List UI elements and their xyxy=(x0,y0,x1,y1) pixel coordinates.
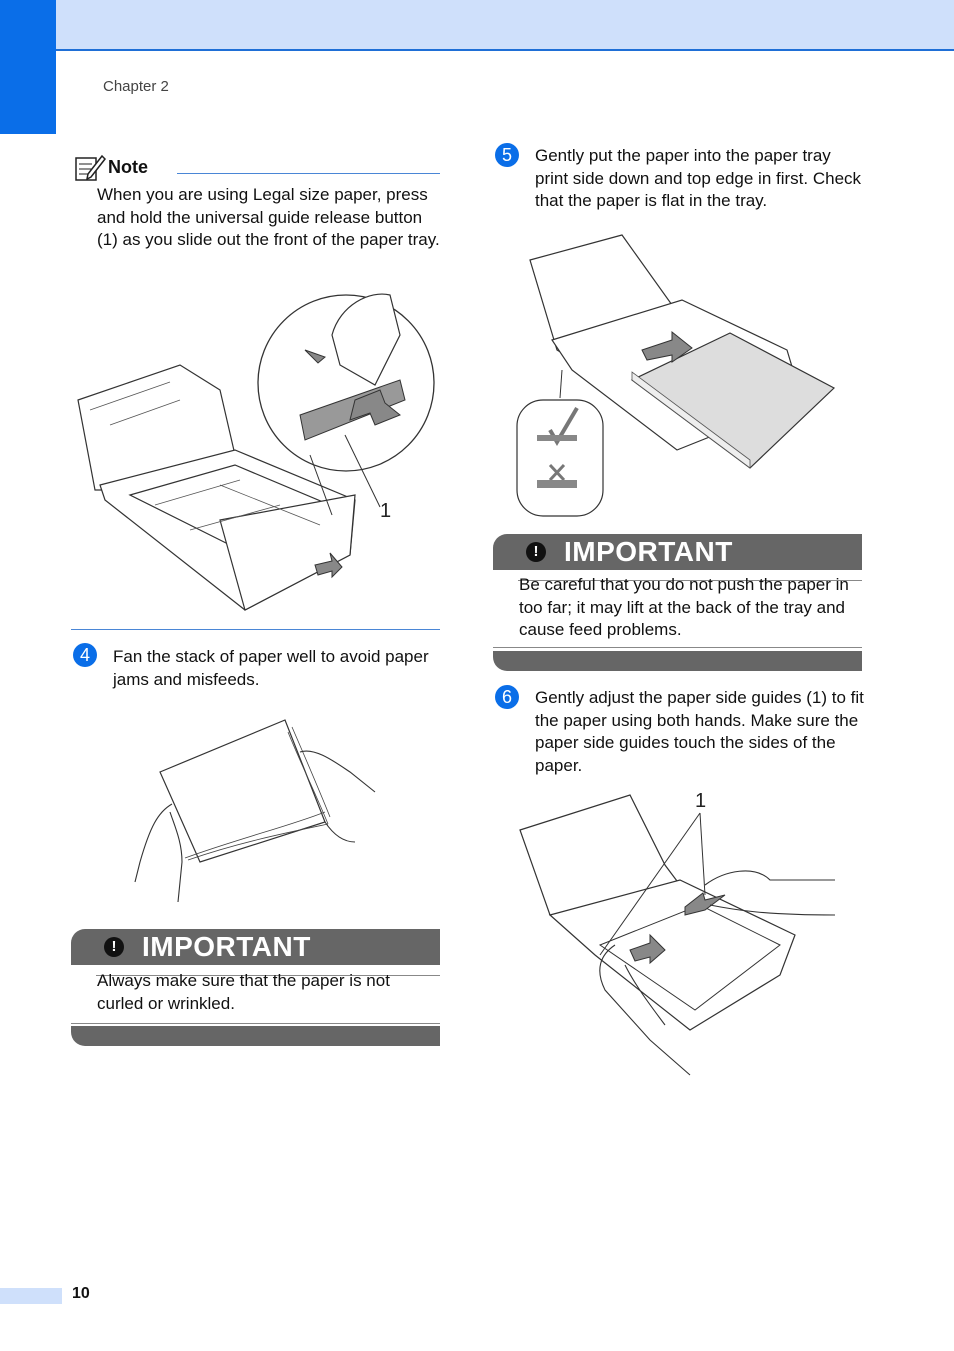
page-number-tab xyxy=(0,1288,62,1304)
step-4-text: Fan the stack of paper well to avoid pap… xyxy=(113,647,429,689)
important-right-text: Be careful that you do not push the pape… xyxy=(519,575,849,639)
important-left-bottom-rule xyxy=(71,1023,440,1024)
note-pencil-icon xyxy=(75,154,106,181)
step-6-number: 6 xyxy=(495,685,519,709)
insert-paper-illustration xyxy=(516,234,836,517)
header-band xyxy=(0,0,954,51)
important-right-rule xyxy=(518,580,862,581)
important-left-title: IMPORTANT xyxy=(142,931,311,962)
note-title: Note xyxy=(108,157,148,177)
warning-icon: ! xyxy=(526,542,546,562)
step-5-text: Gently put the paper into the paper tray… xyxy=(535,146,862,210)
step-4-number: 4 xyxy=(73,643,97,667)
page-number: 10 xyxy=(72,1285,90,1302)
release-button-callout: 1 xyxy=(380,500,391,522)
chapter-tab xyxy=(0,0,56,134)
important-right-bottom-rule xyxy=(493,647,862,648)
important-left-footer-bar xyxy=(71,1026,440,1046)
section-divider xyxy=(71,629,440,630)
important-right-header: ! IMPORTANT xyxy=(493,534,862,570)
important-right-footer-bar xyxy=(493,651,862,671)
tray-release-button-illustration: 1 xyxy=(77,293,435,611)
note-divider xyxy=(177,173,440,174)
warning-icon: ! xyxy=(104,937,124,957)
important-left-rule xyxy=(96,975,440,976)
adjust-side-guides-illustration: 1 xyxy=(519,790,836,1076)
step-6-text: Gently adjust the paper side guides (1) … xyxy=(535,688,864,775)
step-5-number: 5 xyxy=(495,143,519,167)
chapter-label: Chapter 2 xyxy=(103,78,169,95)
side-guides-callout: 1 xyxy=(695,790,706,812)
fan-paper-illustration xyxy=(134,719,376,903)
important-right-title: IMPORTANT xyxy=(564,536,733,567)
important-left-header: ! IMPORTANT xyxy=(71,929,440,965)
important-left-text: Always make sure that the paper is not c… xyxy=(97,971,390,1013)
note-text: When you are using Legal size paper, pre… xyxy=(97,185,440,249)
